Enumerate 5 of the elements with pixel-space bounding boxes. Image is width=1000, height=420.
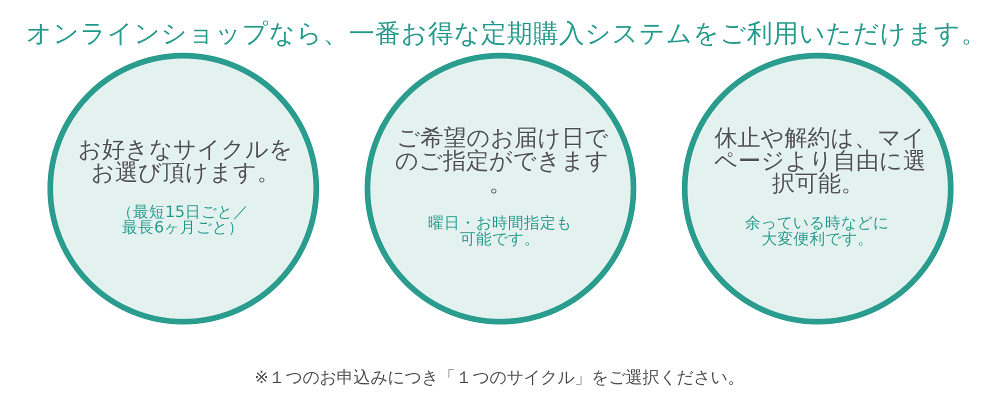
node-circle: 休止や解約は、マイページより自由に選択可能。 余っている時などに大変便利です。 — [681, 52, 954, 325]
node-circle: ご希望のお届け日でのご指定ができます。 曜日・お時間指定も可能です。 — [364, 52, 636, 325]
node-circle: お好きなサイクルをお選び頂けます。 （最短15日ごと／最長6ヶ月ごと） — [46, 52, 319, 325]
label: ※１つのお申込みにつき「１つのサイクル」をご選択ください。 — [254, 368, 744, 388]
diagram-title: オンラインショップなら、一番お得な定期購入システムをご利用いただけます。 — [26, 18, 987, 49]
